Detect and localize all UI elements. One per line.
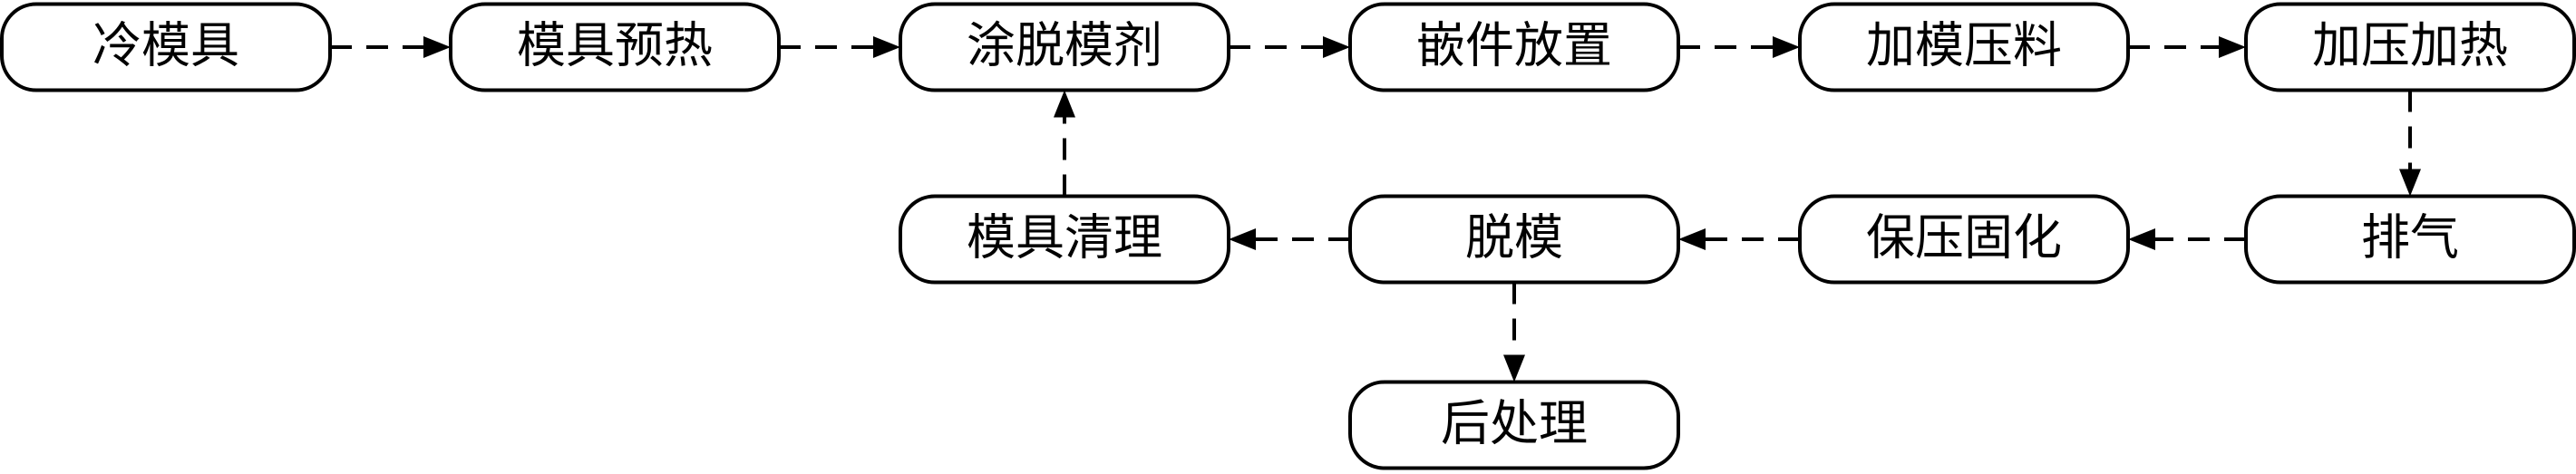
process-step-frame	[899, 2, 1230, 92]
process-step-label: 冷模具	[92, 17, 239, 74]
arrowhead-icon	[423, 36, 451, 58]
arrowhead-icon	[1323, 36, 1350, 58]
arrowhead-icon	[2128, 228, 2155, 250]
process-step-box: 加模压料	[1798, 2, 2130, 92]
process-step-label: 后处理	[1441, 395, 1588, 452]
process-step-box: 加压加热	[2244, 2, 2576, 92]
flow-arrow	[2128, 228, 2246, 250]
flow-arrow	[1678, 228, 1800, 250]
process-step-label: 脱模	[1465, 209, 1563, 266]
flow-arrow	[2128, 36, 2246, 58]
process-step-box: 保压固化	[1798, 194, 2130, 285]
process-step-label: 保压固化	[1866, 209, 2062, 266]
arrowhead-icon	[1054, 90, 1075, 118]
process-step-label: 排气	[2361, 209, 2459, 266]
arrowhead-icon	[1773, 36, 1800, 58]
process-step-box: 脱模	[1348, 194, 1680, 285]
process-step-box: 模具清理	[899, 194, 1230, 285]
flow-arrow	[779, 36, 900, 58]
process-step-box: 涂脱模剂	[899, 2, 1230, 92]
flow-arrow	[1503, 282, 1525, 382]
process-step-frame	[1348, 194, 1680, 285]
flow-arrow	[1054, 90, 1075, 197]
arrowhead-icon	[1678, 228, 1706, 250]
flow-arrow	[330, 36, 451, 58]
process-step-box: 后处理	[1348, 380, 1680, 470]
process-step-label: 加模压料	[1866, 17, 2062, 74]
process-step-box: 嵌件放置	[1348, 2, 1680, 92]
process-step-frame	[1798, 194, 2130, 285]
flow-arrow	[1229, 36, 1350, 58]
process-step-frame	[2244, 2, 2576, 92]
arrowhead-icon	[1503, 354, 1525, 382]
process-step-frame	[449, 2, 781, 92]
flow-arrow	[1678, 36, 1800, 58]
process-step-label: 加压加热	[2312, 17, 2508, 74]
process-step-box: 冷模具	[0, 2, 332, 92]
process-step-label: 模具清理	[967, 209, 1162, 266]
process-step-frame	[1348, 2, 1680, 92]
arrowhead-icon	[1229, 228, 1256, 250]
arrowhead-icon	[2219, 36, 2246, 58]
edges-layer	[330, 36, 2421, 382]
flow-arrow	[1229, 228, 1350, 250]
process-step-label: 嵌件放置	[1416, 17, 1612, 74]
process-step-label: 涂脱模剂	[967, 17, 1162, 74]
flow-arrow	[2399, 90, 2421, 197]
arrowhead-icon	[2399, 169, 2421, 197]
process-step-frame	[2244, 194, 2576, 285]
process-step-frame	[1798, 2, 2130, 92]
arrowhead-icon	[873, 36, 900, 58]
process-step-label: 模具预热	[517, 17, 713, 74]
process-step-frame	[0, 2, 332, 92]
process-step-box: 排气	[2244, 194, 2576, 285]
process-step-frame	[1348, 380, 1680, 470]
process-step-box: 模具预热	[449, 2, 781, 92]
process-step-frame	[899, 194, 1230, 285]
